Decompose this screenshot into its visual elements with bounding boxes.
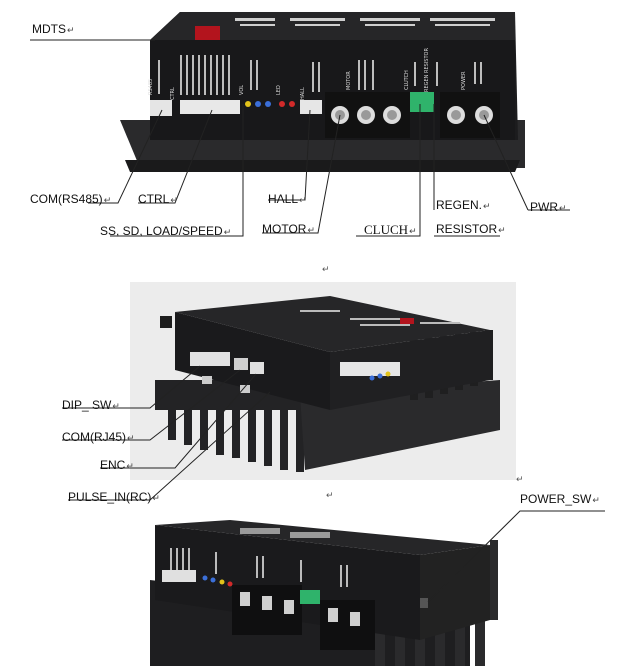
led-red-2: [289, 101, 295, 107]
bottom-leader-lines: [427, 510, 605, 603]
label-resistor: RESISTOR↵: [436, 222, 506, 236]
label-pwr: PWR↵: [530, 200, 567, 214]
label-power-sw: POWER_SW↵: [520, 492, 600, 506]
panel-text-power: POWER: [461, 71, 467, 90]
hall-connector: [300, 100, 322, 114]
panel-text-hall: HALL: [300, 87, 306, 100]
ctrl-connector: [180, 100, 240, 114]
panel-text-motor: MOTOR: [346, 71, 352, 90]
label-dip-sw: DIP_ SW↵: [62, 398, 120, 412]
rj45-port: [234, 358, 248, 370]
return-mark: ↵: [322, 264, 330, 274]
panel-text-clutch: CLUTCH: [404, 70, 410, 90]
middle-device-photo: [130, 282, 516, 480]
label-com-rs485: COM(RS485)↵: [30, 192, 112, 206]
middle-leader-lines: [62, 365, 271, 501]
return-mark-2: ↵: [516, 474, 524, 484]
panel-text-ctrl: CTRL: [170, 87, 176, 100]
clutch-terminal: [410, 92, 434, 112]
label-pulse-in-rc: PULSE_IN(RC)↵: [68, 490, 160, 504]
panel-text-led: LED: [276, 85, 282, 95]
red-display: [195, 26, 220, 40]
panel-text-rs485: RS485: [148, 79, 154, 95]
label-motor: MOTOR↵: [262, 222, 315, 236]
label-regen: REGEN.↵: [436, 198, 491, 212]
top-leader-lines: [30, 39, 570, 237]
label-ss-sd-load-speed: SS, SD, LOAD/SPEED↵: [100, 224, 232, 238]
label-com-rj45: COM(RJ45)↵: [62, 430, 135, 444]
enc-port: [250, 362, 264, 374]
led-blue: [255, 101, 261, 107]
dip-switch: [190, 352, 230, 366]
top-device-photo: RS485 CTRL VOL LED HALL MOTOR CLUTCH REG…: [120, 12, 525, 172]
rs485-port: [150, 100, 172, 116]
power-switch: [420, 598, 428, 608]
label-enc: ENC↵: [100, 458, 134, 472]
return-mark-3: ↵: [326, 490, 334, 500]
led-yellow: [245, 101, 251, 107]
label-hall: HALL↵: [268, 192, 307, 206]
label-ctrl: CTRL↵: [138, 192, 178, 206]
label-cluch: CLUCH↵: [364, 222, 417, 237]
led-red: [279, 101, 285, 107]
label-mdts: MDTS↵: [32, 22, 75, 36]
panel-text-vol: VOL: [239, 85, 245, 95]
led-blue-2: [265, 101, 271, 107]
panel-text-regen: REGEN RESISTOR: [424, 48, 430, 92]
bottom-device-photo: [150, 520, 498, 666]
